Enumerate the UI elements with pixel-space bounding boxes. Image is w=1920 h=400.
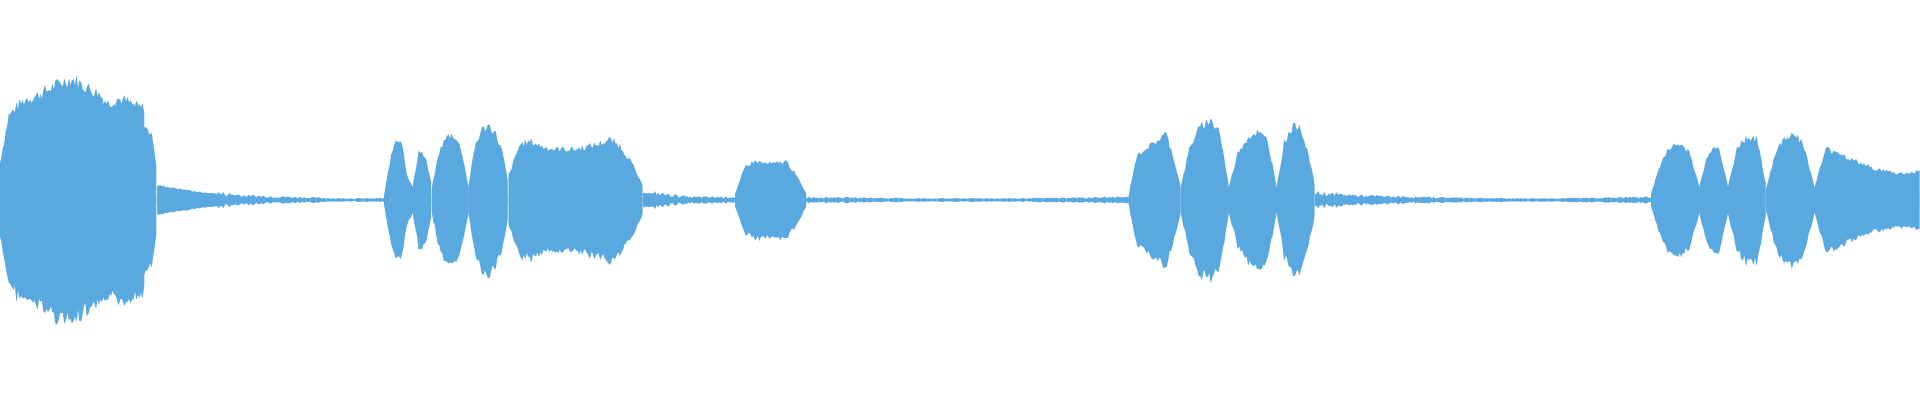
waveform-segment xyxy=(508,137,643,265)
waveform-segment xyxy=(1814,146,1920,253)
waveform-segment xyxy=(1650,143,1700,258)
waveform-segment xyxy=(1180,118,1230,283)
waveform-segment xyxy=(1128,131,1181,268)
waveform-segment xyxy=(735,160,807,242)
waveform-segment xyxy=(431,133,469,264)
waveform-segment xyxy=(642,191,735,210)
waveform-segment xyxy=(1228,129,1278,270)
waveform-segment xyxy=(412,150,432,251)
waveform-segment xyxy=(1727,135,1766,266)
waveform-segment xyxy=(1276,122,1315,277)
waveform-segment xyxy=(1766,132,1815,268)
waveform-segment xyxy=(806,196,1130,204)
waveform-segment xyxy=(468,124,508,279)
waveform-segment xyxy=(1698,146,1728,254)
waveform-segment xyxy=(383,140,413,260)
waveform-segment xyxy=(157,185,385,215)
waveform-segment xyxy=(1314,190,1652,209)
waveform-segment xyxy=(0,76,145,325)
waveform-segment xyxy=(143,127,157,275)
